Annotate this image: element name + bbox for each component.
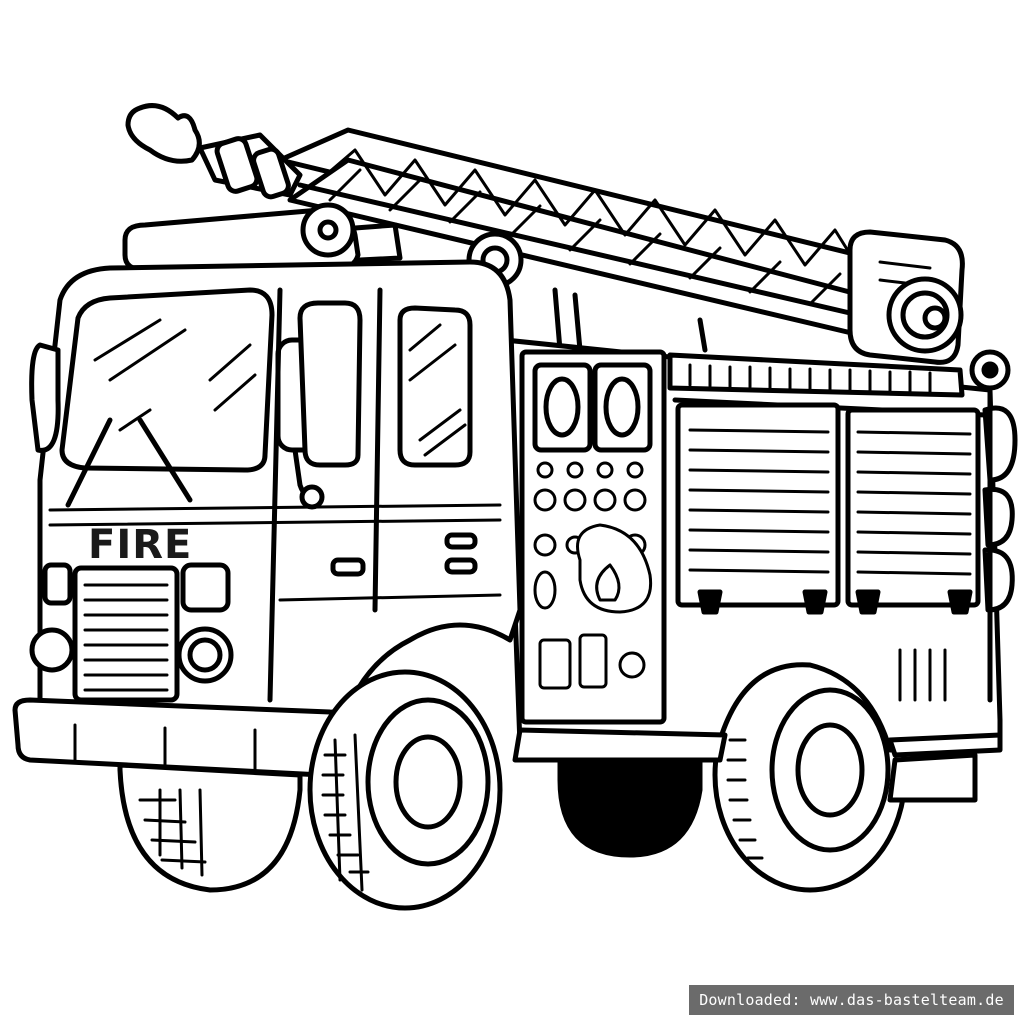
truck-cab [29, 259, 523, 733]
front-bumper [12, 697, 348, 778]
rear-wheel-far [557, 757, 703, 858]
watermark-banner: Downloaded: www.das-bastelteam.de [689, 985, 1014, 1015]
ladder [277, 127, 963, 353]
front-wheel-far [117, 762, 303, 893]
ladder-turntable [847, 229, 965, 365]
roof-light-bar [122, 202, 524, 289]
fire-label: FIRE [88, 522, 192, 568]
front-wheel [307, 669, 503, 911]
water-nozzle [125, 103, 303, 200]
truck-body [502, 337, 1018, 803]
